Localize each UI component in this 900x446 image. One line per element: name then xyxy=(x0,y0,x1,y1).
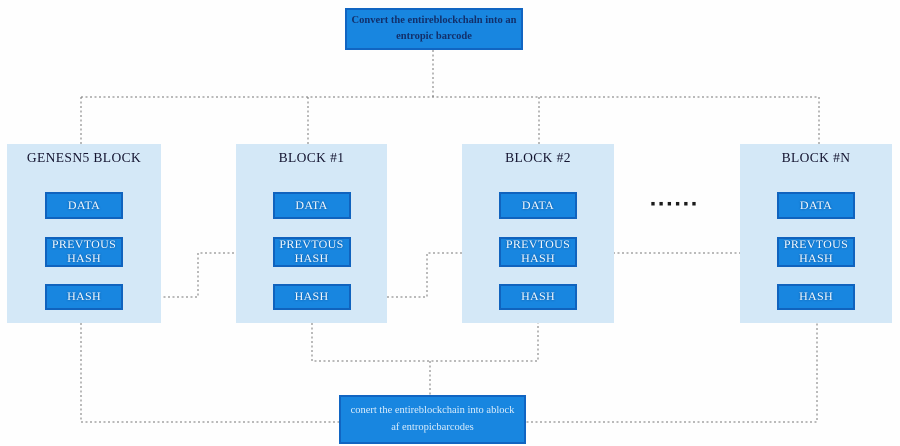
block2-hash-node: HASH xyxy=(499,284,577,310)
top-convert-box: Convert the entireblockchaln into an ent… xyxy=(345,8,523,50)
block-title: BLOCK #2 xyxy=(505,150,571,165)
blockn-hash-node: HASH xyxy=(777,284,855,310)
wire-bottom-bracket xyxy=(311,323,539,362)
block-title: BLOCK #N xyxy=(781,150,851,165)
genesis-data-node: DATA xyxy=(45,192,123,219)
block-1: BLOCK #1 DATA PREVTOUS HASH HASH xyxy=(236,144,387,323)
block2-previous-hash-node: PREVTOUS HASH xyxy=(499,237,577,267)
genesis-previous-hash-node: PREVTOUS HASH xyxy=(45,237,123,267)
blockn-previous-hash-node: PREVTOUS HASH xyxy=(777,237,855,267)
block1-previous-hash-node: PREVTOUS HASH xyxy=(272,237,351,267)
block-title: GENESN5 BLOCK xyxy=(26,150,142,165)
block-n: BLOCK #N DATA PREVTOUS HASH HASH xyxy=(740,144,892,323)
block-2: BLOCK #2 DATA PREVTOUS HASH HASH xyxy=(462,144,614,323)
genesis-hash-node: HASH xyxy=(45,284,123,310)
wire-genesis-to-bottombox xyxy=(80,323,339,423)
block-title: BLOCK #1 xyxy=(278,150,345,165)
block1-data-node: DATA xyxy=(272,192,351,219)
blockn-data-node: DATA xyxy=(777,192,855,219)
block2-data-node: DATA xyxy=(499,192,577,219)
block-genesis: GENESN5 BLOCK DATA PREVTOUS HASH HASH xyxy=(7,144,161,323)
block1-hash-node: HASH xyxy=(272,284,351,310)
bottom-convert-box: conert the entireblockchain into ablock … xyxy=(339,395,526,444)
wire-blockn-to-bottombox xyxy=(526,310,818,423)
ellipsis-dots: ······ xyxy=(649,193,699,215)
